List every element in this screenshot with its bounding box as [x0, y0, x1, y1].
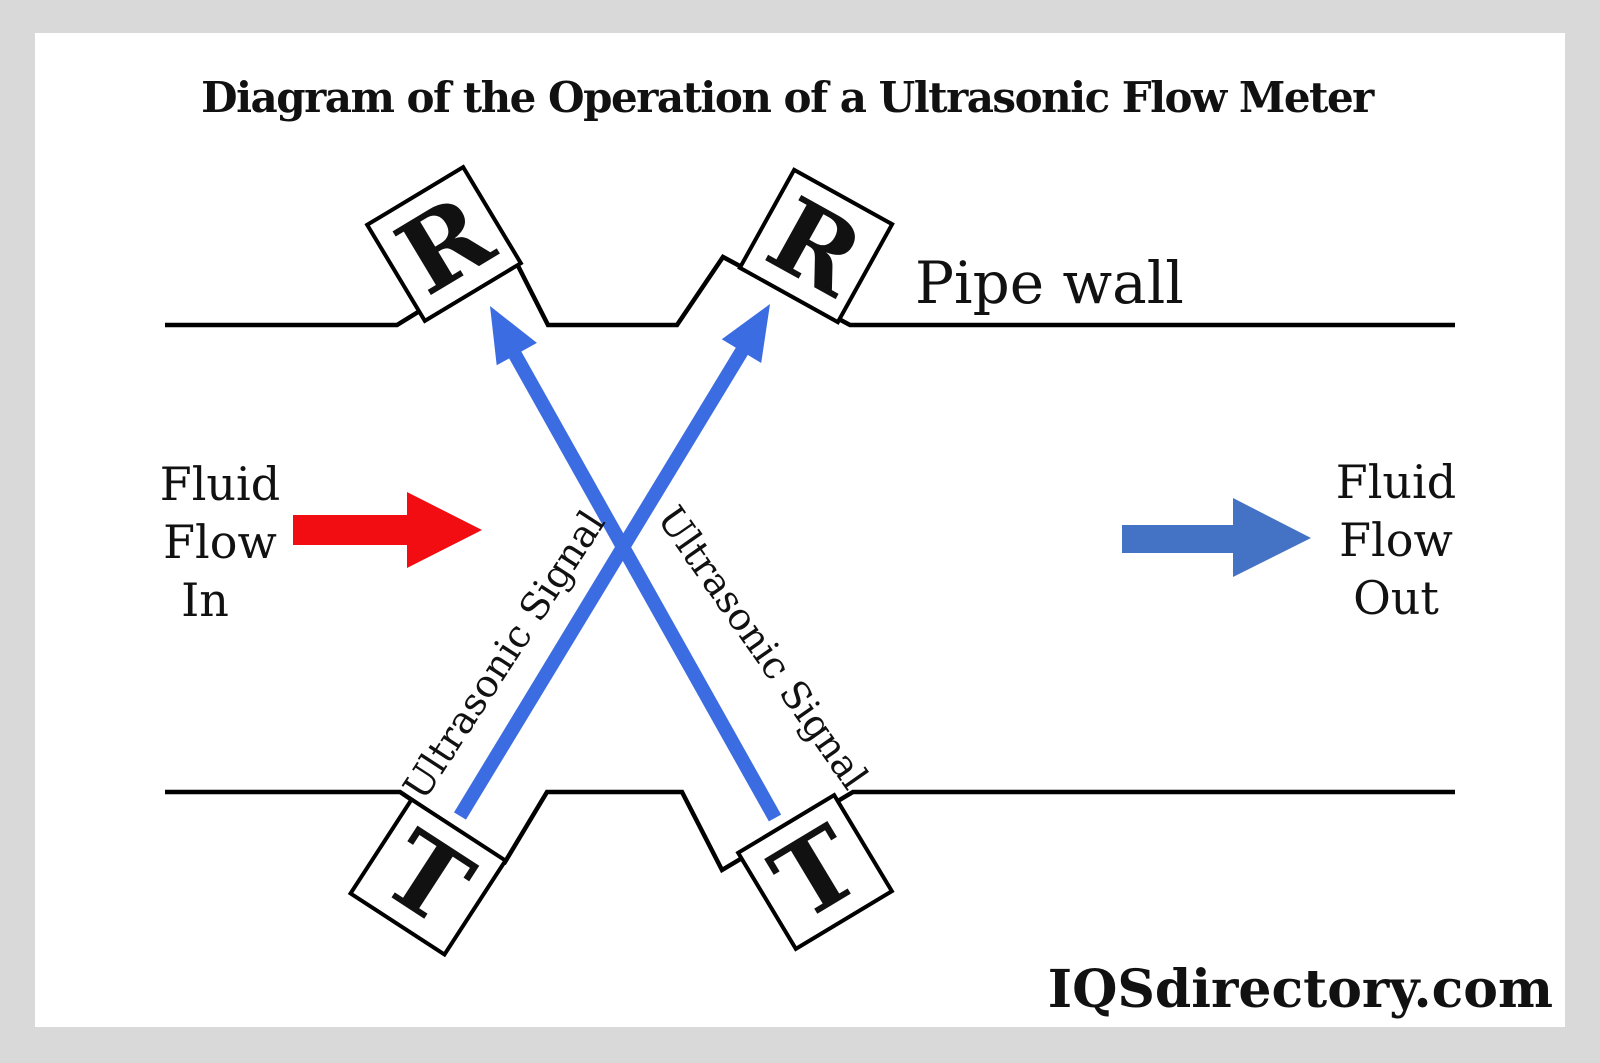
signal-arrowhead-icon — [721, 304, 770, 363]
transmitter-right-box — [735, 792, 895, 952]
signal-arrow-shaft — [454, 342, 751, 820]
signal-arrow-right-to-left — [490, 306, 782, 822]
fluid-flow-in-line2: Flow — [163, 515, 277, 569]
transmitter-left-box — [347, 796, 509, 958]
fluid-flow-out-label: Fluid Flow Out — [1336, 455, 1456, 625]
fluid-flow-out-arrow-icon — [1122, 498, 1311, 577]
fluid-flow-out-line3: Out — [1353, 571, 1439, 625]
receiver-right-box — [737, 167, 895, 325]
signal-arrow-shaft — [506, 347, 782, 822]
watermark: IQSdirectory.com — [1048, 959, 1553, 1020]
fluid-flow-out-line2: Flow — [1339, 513, 1453, 567]
fluid-flow-out-line1: Fluid — [1336, 455, 1456, 509]
signal-arrowhead-icon — [490, 306, 537, 366]
receiver-left-box — [364, 164, 524, 324]
diagram-title: Diagram of the Operation of a Ultrasonic… — [201, 73, 1375, 122]
fluid-flow-in-line3: In — [181, 573, 229, 627]
fluid-flow-in-line1: Fluid — [160, 457, 280, 511]
fluid-flow-in-label: Fluid Flow In — [160, 457, 280, 627]
pipe-wall-label: Pipe wall — [915, 249, 1184, 317]
fluid-flow-in-arrow-icon — [293, 492, 482, 568]
signal-arrow-left-to-right — [454, 304, 770, 820]
